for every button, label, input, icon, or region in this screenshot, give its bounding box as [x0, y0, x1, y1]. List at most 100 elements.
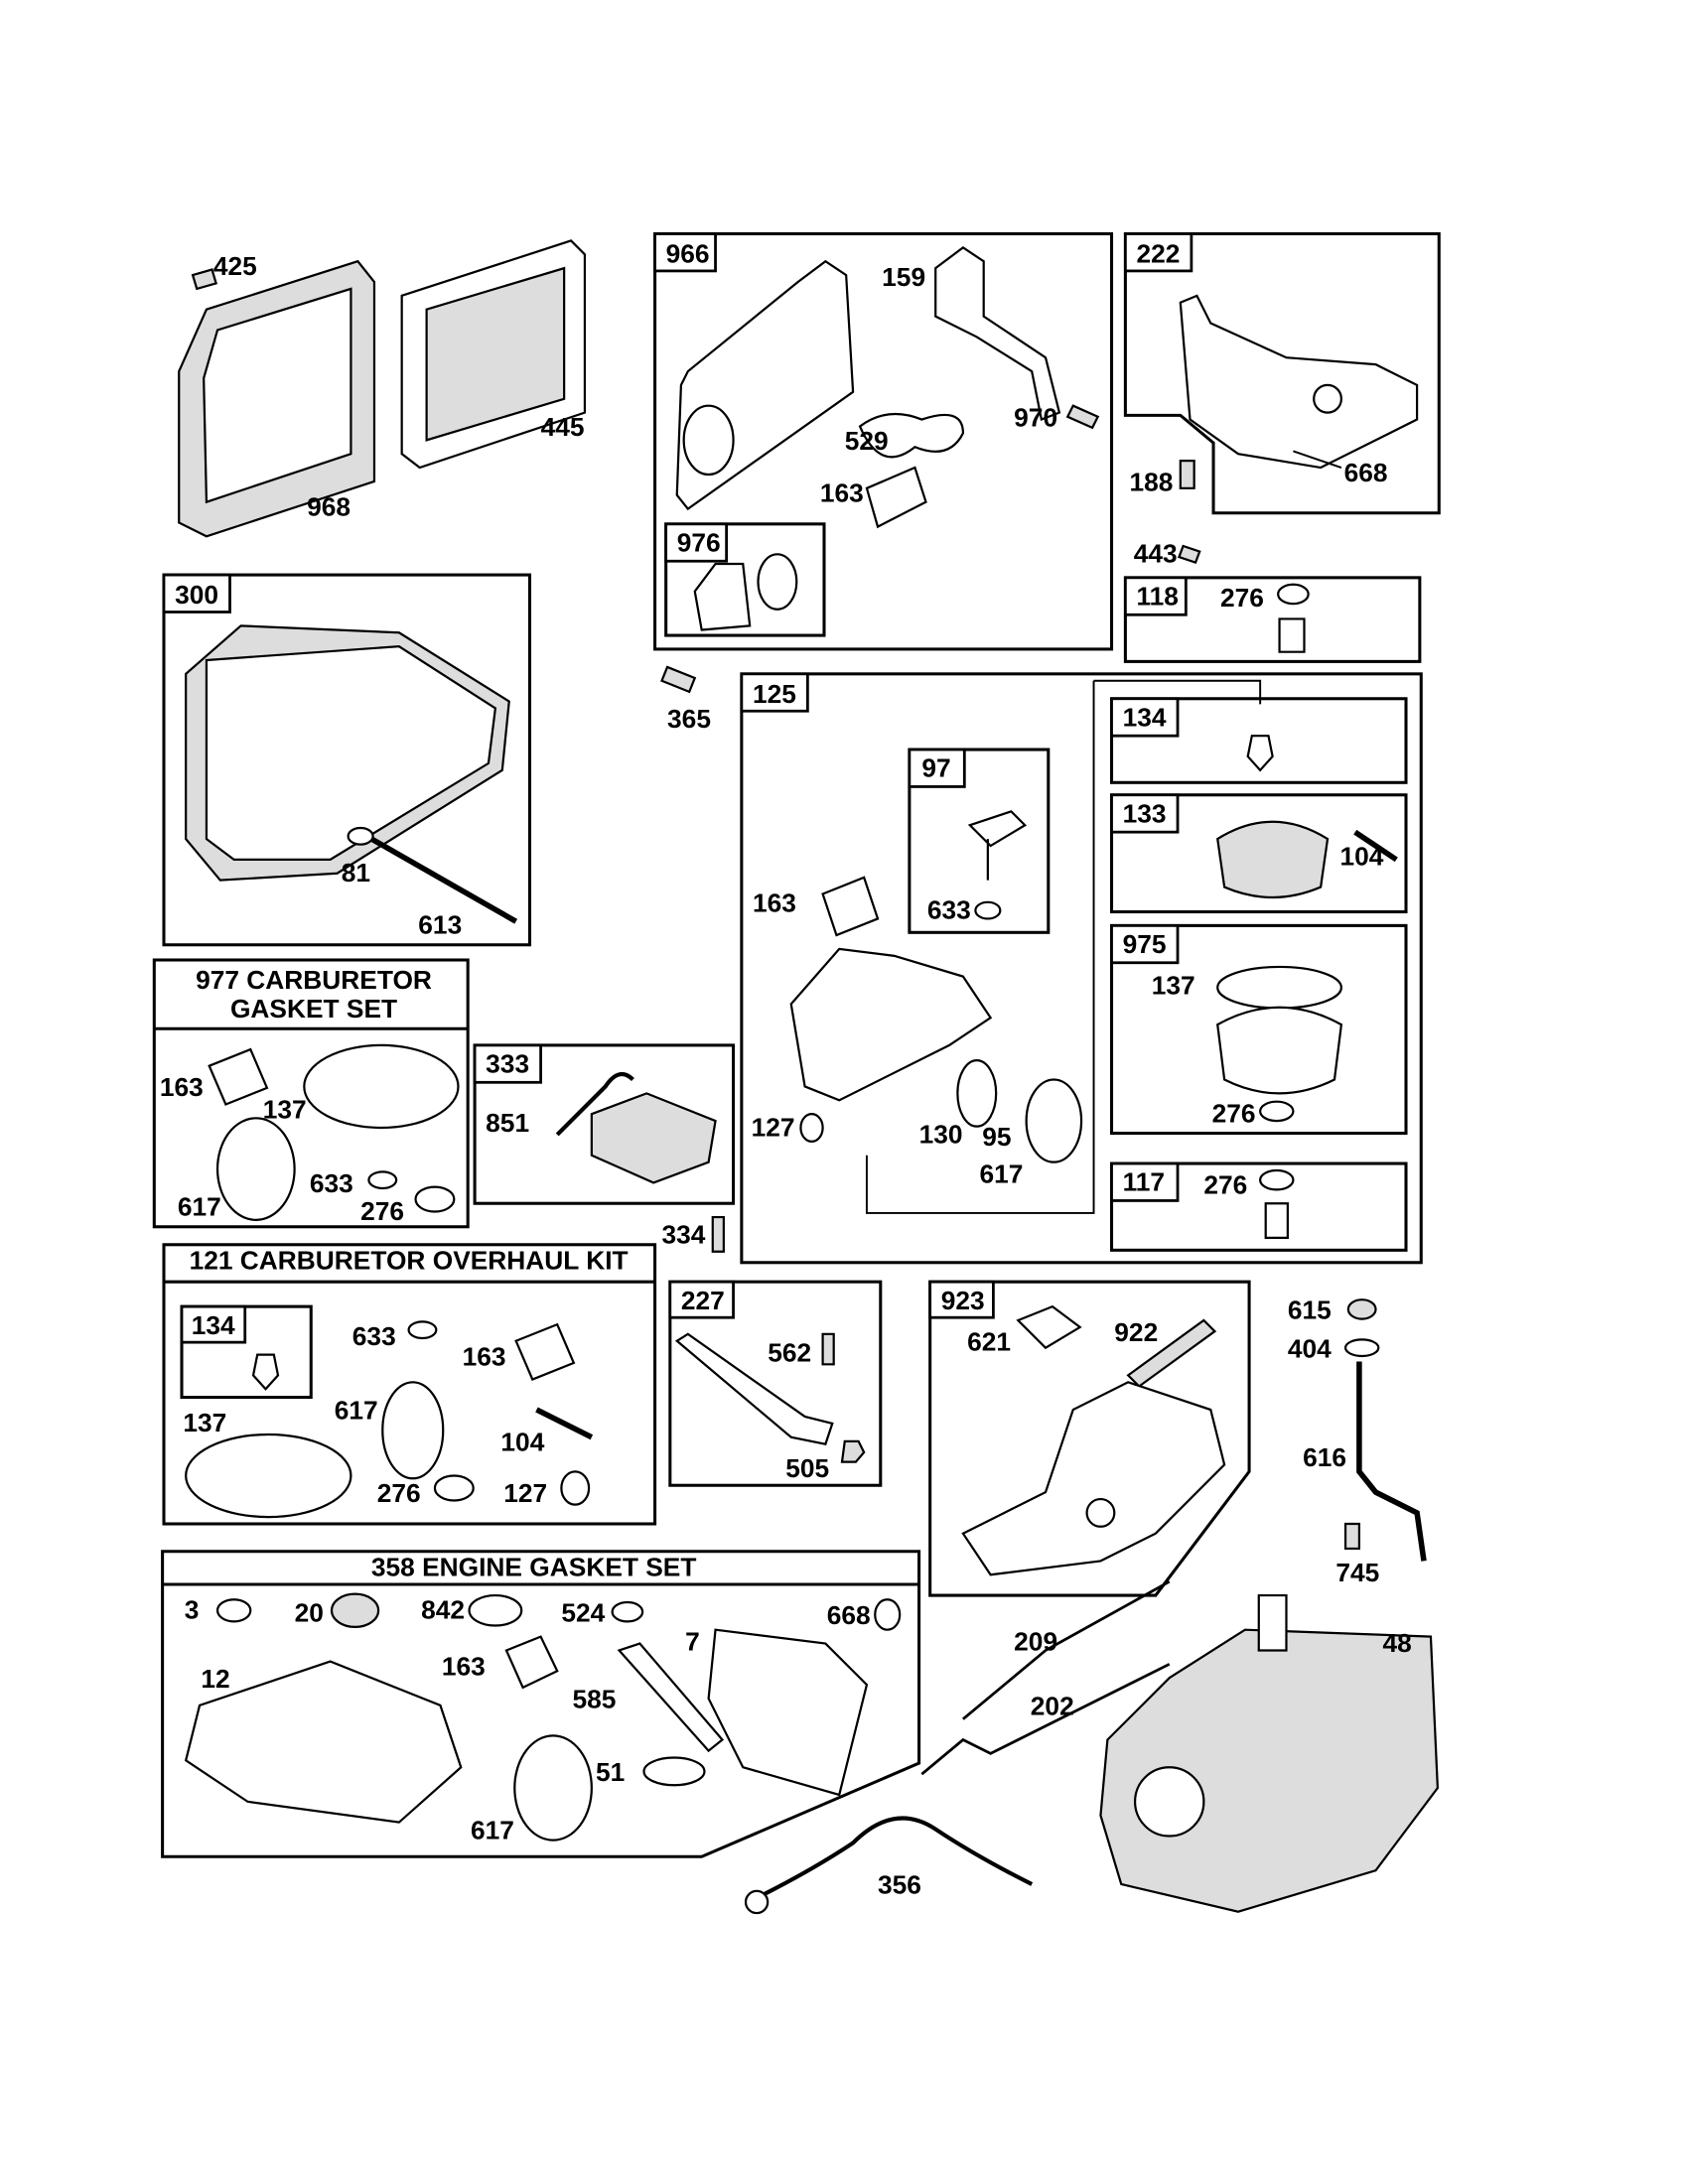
- label-745: 745: [1335, 1558, 1379, 1587]
- tag-134: 134: [192, 1310, 235, 1340]
- label-188: 188: [1130, 468, 1174, 497]
- label-276: 276: [1212, 1098, 1256, 1128]
- label-365: 365: [667, 704, 711, 734]
- tag-134: 134: [1123, 702, 1167, 732]
- tag-125: 125: [753, 679, 796, 709]
- box-977: 977 CARBURETOR GASKET SET 163 137 617 63…: [152, 958, 470, 1229]
- label-163: 163: [753, 888, 796, 918]
- label-668: 668: [827, 1600, 871, 1630]
- label-137: 137: [183, 1408, 226, 1437]
- label-276: 276: [1220, 583, 1264, 613]
- label-163: 163: [463, 1342, 506, 1372]
- float-bowl-975: [1216, 1006, 1343, 1095]
- screw-745-icon: [1343, 1522, 1361, 1551]
- part-976-cylinder: [693, 562, 752, 631]
- nut-615-icon: [1346, 1298, 1377, 1320]
- screw-970-icon: [1065, 404, 1100, 430]
- box-134: [1110, 697, 1408, 784]
- hose-529: [858, 412, 965, 459]
- label-163: 163: [442, 1651, 486, 1681]
- box-975: [1110, 923, 1408, 1136]
- label-585: 585: [572, 1685, 616, 1714]
- label-617: 617: [335, 1396, 378, 1426]
- box-118: 118 276: [1123, 576, 1422, 663]
- label-276: 276: [377, 1478, 421, 1508]
- box-121: 121 CARBURETOR OVERHAUL KIT 134 633 163 …: [162, 1243, 657, 1526]
- label-7: 7: [685, 1626, 700, 1656]
- label-443: 443: [1134, 539, 1178, 569]
- screw-334-icon: [711, 1215, 725, 1253]
- screw-188-icon: [1179, 459, 1195, 489]
- label-616: 616: [1303, 1442, 1346, 1472]
- inlet-needle: [1246, 735, 1274, 772]
- label-617: 617: [980, 1159, 1024, 1188]
- label-617: 617: [178, 1192, 221, 1222]
- label-842: 842: [421, 1595, 465, 1625]
- box-117: [1110, 1161, 1408, 1252]
- label-633: 633: [927, 894, 971, 924]
- tag-923: 923: [941, 1286, 985, 1315]
- part-222-bracket: [1179, 294, 1419, 470]
- title-358: 358 ENGINE GASKET SET: [371, 1553, 697, 1582]
- box-125: 125 163 127 130 95 617 97 633 134 133 10…: [740, 672, 1423, 1265]
- box-227: 227 562 505: [668, 1280, 883, 1487]
- box-923: 923 621 922: [928, 1280, 1251, 1597]
- gasket-7: [707, 1628, 869, 1797]
- label-159: 159: [882, 262, 925, 292]
- label-12: 12: [201, 1664, 229, 1694]
- label-51: 51: [596, 1757, 625, 1787]
- tag-97: 97: [921, 753, 950, 783]
- label-633: 633: [352, 1321, 396, 1351]
- label-81: 81: [342, 858, 370, 887]
- label-95: 95: [982, 1122, 1011, 1152]
- label-163: 163: [820, 478, 864, 508]
- box-97: [908, 748, 1051, 934]
- box-300: 300 81 613: [162, 573, 532, 947]
- label-127: 127: [752, 1112, 795, 1142]
- label-633: 633: [310, 1168, 353, 1198]
- label-404: 404: [1288, 1333, 1332, 1363]
- label-968: 968: [307, 492, 351, 522]
- label-505: 505: [785, 1453, 829, 1483]
- tag-333: 333: [486, 1049, 529, 1079]
- screw-425-icon: [191, 268, 218, 291]
- label-562: 562: [768, 1338, 811, 1368]
- tag-227: 227: [681, 1286, 725, 1315]
- label-3: 3: [185, 1595, 200, 1625]
- float-needle: [967, 810, 1028, 881]
- box-966: 966 159 970 529 163 976: [653, 231, 1114, 651]
- control-bracket-923: [961, 1381, 1226, 1576]
- label-668: 668: [1344, 458, 1388, 487]
- float-133: [1216, 820, 1330, 898]
- label-20: 20: [295, 1597, 324, 1627]
- label-922: 922: [1114, 1317, 1158, 1347]
- label-445: 445: [541, 412, 585, 442]
- drain-plug: [1278, 617, 1306, 653]
- label-334: 334: [662, 1219, 706, 1249]
- label-127: 127: [503, 1478, 547, 1508]
- box-133: [1110, 793, 1408, 914]
- tag-222: 222: [1136, 239, 1180, 269]
- label-276: 276: [360, 1196, 404, 1226]
- label-137: 137: [1152, 971, 1195, 1001]
- label-617: 617: [471, 1815, 514, 1844]
- label-851: 851: [486, 1108, 529, 1138]
- label-970: 970: [1014, 402, 1057, 432]
- ground-wire-356: [756, 1816, 1034, 1900]
- box-333: 333 851: [473, 1043, 736, 1205]
- label-615: 615: [1288, 1296, 1332, 1325]
- box-358: 358 ENGINE GASKET SET 3 20 842 524 668 1…: [161, 1550, 921, 1858]
- label-621: 621: [967, 1326, 1011, 1356]
- label-48: 48: [1382, 1628, 1411, 1658]
- label-425: 425: [213, 251, 257, 281]
- label-276: 276: [1203, 1170, 1247, 1200]
- label-130: 130: [919, 1119, 963, 1149]
- label-356: 356: [878, 1870, 921, 1900]
- washer-404-icon: [1343, 1338, 1380, 1358]
- label-163: 163: [160, 1072, 204, 1102]
- governor-lever-227: [674, 1332, 834, 1445]
- fitting-365: [660, 665, 697, 694]
- ignition-coil-333: [590, 1092, 717, 1184]
- gasket-12: [184, 1660, 463, 1824]
